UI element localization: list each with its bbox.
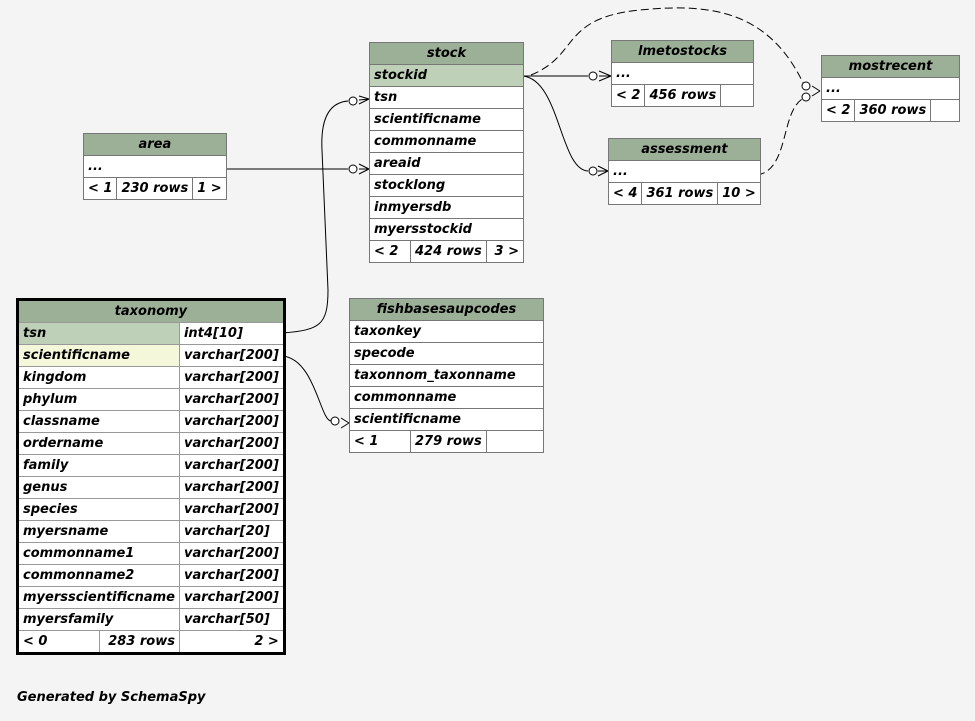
column-name: classname	[17, 410, 180, 433]
table-title[interactable]: taxonomy	[17, 299, 285, 323]
table-title[interactable]: assessment	[608, 138, 761, 161]
edge-assessment-mostrecent	[756, 97, 805, 176]
table-title[interactable]: mostrecent	[821, 55, 960, 78]
column-type: varchar[20]	[178, 520, 285, 543]
row-count: 424 rows	[410, 240, 487, 263]
row-count: 361 rows	[641, 182, 719, 205]
column-name: commonname2	[17, 564, 180, 587]
column-stocklong: stocklong	[369, 174, 524, 197]
child-count	[930, 99, 960, 122]
column-ellipsis: ...	[608, 160, 761, 183]
column-type: varchar[200]	[178, 564, 285, 587]
column-name: scientificname	[17, 344, 180, 367]
column-inmyersdb: inmyersdb	[369, 196, 524, 219]
child-count: 3 >	[485, 240, 525, 263]
column-type: varchar[50]	[178, 608, 285, 631]
row-count: 360 rows	[854, 99, 932, 122]
edge-end-lmetostocks	[588, 71, 598, 81]
column-type: varchar[200]	[178, 344, 285, 367]
column-type: varchar[200]	[178, 366, 285, 389]
column-taxonnom-taxonname: taxonnom_taxonname	[349, 364, 544, 387]
column-specode: specode	[349, 342, 544, 365]
column-type: varchar[200]	[178, 388, 285, 411]
column-type: varchar[200]	[178, 410, 285, 433]
column-name: commonname1	[17, 542, 180, 565]
child-count: 2 >	[178, 630, 285, 654]
child-count	[720, 84, 754, 107]
edge-end-mostrecent-1	[801, 81, 811, 91]
edge-end-mostrecent-2	[801, 92, 811, 102]
column-type: varchar[200]	[178, 542, 285, 565]
column-commonname: commonname	[369, 130, 524, 153]
table-title[interactable]: lmetostocks	[611, 40, 754, 63]
table-lmetostocks[interactable]: lmetostocks ... < 2 456 rows	[610, 40, 754, 107]
column-name: myersname	[17, 520, 180, 543]
table-area[interactable]: area ... < 1 230 rows 1 >	[82, 133, 227, 200]
row-count: 230 rows	[116, 177, 194, 200]
column-areaid: areaid	[369, 152, 524, 175]
row-count: 283 rows	[99, 630, 180, 654]
parent-count: < 0	[16, 630, 101, 654]
edge-end-stock-tsn	[348, 96, 358, 106]
parent-count: < 2	[820, 99, 856, 122]
column-name: species	[17, 498, 180, 521]
parent-count: < 2	[369, 240, 411, 263]
column-name: myersfamily	[17, 608, 180, 631]
column-type: varchar[200]	[178, 454, 285, 477]
table-title[interactable]: area	[83, 133, 227, 156]
column-type: varchar[200]	[178, 498, 285, 521]
column-name: ordername	[17, 432, 180, 455]
generated-by-label: Generated by SchemaSpy	[17, 690, 206, 705]
table-assessment[interactable]: assessment ... < 4 361 rows 10 >	[607, 138, 761, 205]
child-count: 10 >	[717, 182, 761, 205]
parent-count: < 2	[610, 84, 646, 107]
row-count: 456 rows	[644, 84, 722, 107]
column-stockid: stockid	[369, 64, 524, 87]
edge-end-stock-areaid	[348, 164, 358, 174]
edge-taxonomy-fishbase	[282, 355, 332, 422]
table-mostrecent[interactable]: mostrecent ... < 2 360 rows	[820, 55, 960, 122]
column-taxonkey: taxonkey	[349, 320, 544, 343]
column-type: varchar[200]	[178, 432, 285, 455]
column-name: family	[17, 454, 180, 477]
parent-count: < 1	[82, 177, 118, 200]
column-type: varchar[200]	[178, 476, 285, 499]
table-fishbasesaupcodes[interactable]: fishbasesaupcodes taxonkey specode taxon…	[349, 298, 545, 453]
column-name: phylum	[17, 388, 180, 411]
edge-end-assessment	[588, 166, 598, 176]
edge-stock-assessment	[522, 75, 589, 172]
child-count: 1 >	[192, 177, 227, 200]
column-tsn: tsn	[369, 86, 524, 109]
column-myersstockid: myersstockid	[369, 218, 524, 241]
table-title[interactable]: stock	[369, 42, 524, 65]
table-title[interactable]: fishbasesaupcodes	[349, 298, 544, 321]
row-count: 279 rows	[410, 430, 487, 453]
column-scientificname: scientificname	[349, 408, 544, 431]
column-ellipsis: ...	[821, 77, 960, 100]
parent-count: < 1	[349, 430, 411, 453]
column-type: varchar[200]	[178, 586, 285, 609]
column-scientificname: scientificname	[369, 108, 524, 131]
parent-count: < 4	[607, 182, 643, 205]
column-name: myersscientificname	[17, 586, 180, 609]
column-name: tsn	[17, 322, 180, 345]
column-ellipsis: ...	[83, 155, 227, 178]
edge-taxonomy-stock	[282, 100, 349, 334]
child-count	[485, 430, 545, 453]
column-type: int4[10]	[178, 322, 285, 345]
column-name: kingdom	[17, 366, 180, 389]
table-stock[interactable]: stock stockid tsn scientificname commonn…	[369, 42, 525, 263]
column-name: genus	[17, 476, 180, 499]
column-commonname: commonname	[349, 386, 544, 409]
edge-end-fishbase	[330, 416, 340, 426]
column-ellipsis: ...	[611, 62, 754, 85]
